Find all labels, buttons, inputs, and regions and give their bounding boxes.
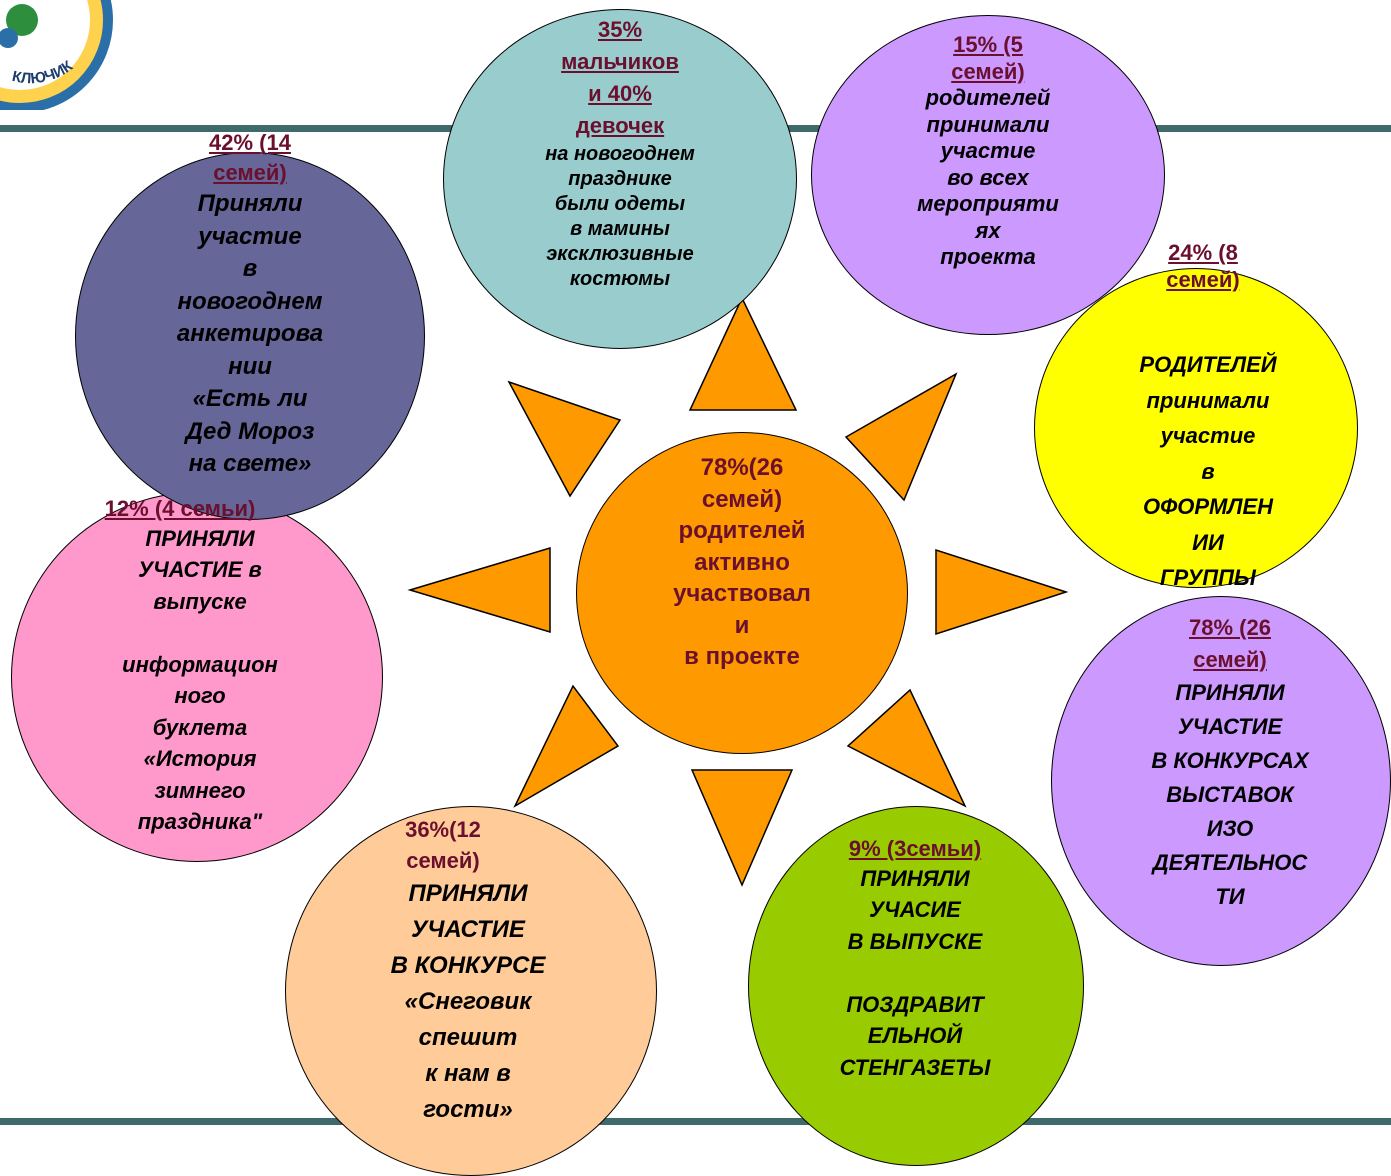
ray-bottom-right: [846, 688, 967, 808]
all-events-header: 15% (5 семей): [951, 32, 1025, 84]
bubble-snowman: [285, 806, 657, 1176]
contests-body: ПРИНЯЛИ УЧАСТИЕ В КОНКУРСАХ ВЫСТАВОК ИЗО…: [1151, 680, 1309, 909]
bubble-contests: [1051, 596, 1391, 966]
text-contests: 78% (26 семей) ПРИНЯЛИ УЧАСТИЕ В КОНКУРС…: [1100, 612, 1360, 914]
bubble-new-year-survey: [75, 152, 425, 520]
sun-rays: [407, 296, 1069, 887]
bubble-all-events: [811, 15, 1165, 335]
text-group-design: 24% (8 семей) РОДИТЕЛЕЙ принимали участи…: [1083, 240, 1333, 596]
ray-right: [935, 548, 1069, 636]
ray-top-left: [507, 380, 622, 498]
bubble-wall-newspaper: [748, 806, 1084, 1166]
ray-left: [407, 546, 551, 634]
text-center-sun: 78%(26 семей) родителей активно участвов…: [673, 454, 811, 670]
contests-header: 78% (26 семей): [1189, 615, 1271, 672]
ray-top-right: [844, 372, 958, 502]
text-wall-newspaper: 9% (3семьи) ПРИНЯЛИ УЧАСИЕ В ВЫПУСКЕ ПОЗ…: [790, 836, 1040, 1083]
new-year-survey-header: 42% (14 семей): [209, 130, 291, 185]
ray-top: [688, 296, 798, 411]
bubble-costumes: [443, 9, 797, 349]
kindergarten-logo: КЛЮЧИК: [0, 0, 113, 110]
new-year-survey-body: Приняли участие в новогоднем анкетирова …: [176, 190, 324, 477]
booklet-body: ПРИНЯЛИ УЧАСТИЕ в выпуске информацион но…: [122, 525, 278, 835]
text-new-year-survey: 42% (14 семей) Приняли участие в новогод…: [130, 128, 370, 481]
ray-bottom: [690, 769, 794, 887]
snowman-header: 36%(12 семей): [405, 817, 481, 873]
bubble-center-sun: [576, 432, 908, 754]
group-design-body: РОДИТЕЛЕЙ принимали участие в ОФОРМЛЕН И…: [1139, 352, 1277, 590]
costumes-body: на новогоднем празднике были одеты в мам…: [545, 143, 695, 290]
ray-bottom-left: [513, 684, 620, 808]
text-costumes: 35% мальчиков и 40% девочек на новогодне…: [500, 14, 740, 292]
wall-newspaper-body: ПРИНЯЛИ УЧАСИЕ В ВЫПУСКЕ ПОЗДРАВИТ ЕЛЬНО…: [839, 865, 991, 1080]
snowman-body: ПРИНЯЛИ УЧАСТИЕ В КОНКУРСЕ «Снеговик спе…: [390, 880, 546, 1123]
bubble-group-design: [1034, 268, 1358, 588]
group-design-header: 24% (8 семей): [1166, 240, 1240, 292]
text-snowman: 36%(12 семей) ПРИНЯЛИ УЧАСТИЕ В КОНКУРСЕ…: [338, 814, 598, 1128]
wall-newspaper-header: 9% (3семьи): [848, 836, 982, 861]
text-booklet: 12% (4 семьи) ПРИНЯЛИ УЧАСТИЕ в выпуске …: [40, 496, 360, 838]
costumes-header: 35% мальчиков и 40% девочек: [561, 17, 679, 138]
text-all-events: 15% (5 семей) родителей принимали участи…: [870, 32, 1106, 271]
booklet-header: 12% (4 семьи): [104, 496, 256, 521]
all-events-body: родителей принимали участие во всех меро…: [917, 85, 1059, 269]
bottom-divider-bar: [0, 1118, 1391, 1125]
